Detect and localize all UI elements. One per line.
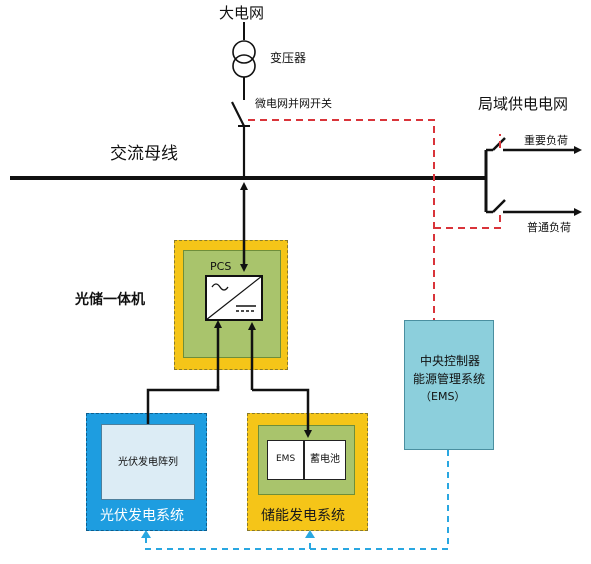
pv-system-label: 光伏发电系统 bbox=[100, 508, 184, 524]
grid-label: 大电网 bbox=[219, 4, 265, 22]
pcs-converter-icon bbox=[205, 275, 263, 321]
grid-switch-icon bbox=[231, 101, 250, 178]
load-branches bbox=[484, 137, 582, 216]
ac-bus-label: 交流母线 bbox=[110, 144, 178, 164]
battery-box bbox=[304, 440, 346, 480]
battery-label: 蓄电池 bbox=[310, 454, 340, 465]
storage-system-label: 储能发电系统 bbox=[261, 508, 345, 524]
ems-box bbox=[267, 440, 304, 480]
comm-lines bbox=[145, 450, 449, 550]
switch-label: 微电网并网开关 bbox=[255, 97, 332, 110]
pcs-label: PCS bbox=[210, 260, 232, 273]
controller-line3: （EMS） bbox=[420, 390, 466, 403]
controller-line2: 能源管理系统 bbox=[413, 372, 486, 386]
control-lines bbox=[248, 119, 501, 320]
pv-array-box bbox=[101, 424, 195, 500]
pv-array-label: 光伏发电阵列 bbox=[118, 457, 178, 468]
transformer-label: 变压器 bbox=[270, 51, 307, 65]
transformer-icon bbox=[232, 40, 256, 78]
ems-label: EMS bbox=[276, 454, 296, 464]
normal-load-label: 普通负荷 bbox=[527, 221, 571, 234]
controller-box bbox=[404, 320, 494, 450]
pv-storage-unit-label: 光储一体机 bbox=[75, 292, 145, 308]
local-grid-label: 局域供电电网 bbox=[478, 95, 569, 113]
controller-line1: 中央控制器 bbox=[420, 354, 481, 368]
important-load-label: 重要负荷 bbox=[524, 134, 568, 147]
pcs-pv-arrow bbox=[146, 386, 220, 424]
